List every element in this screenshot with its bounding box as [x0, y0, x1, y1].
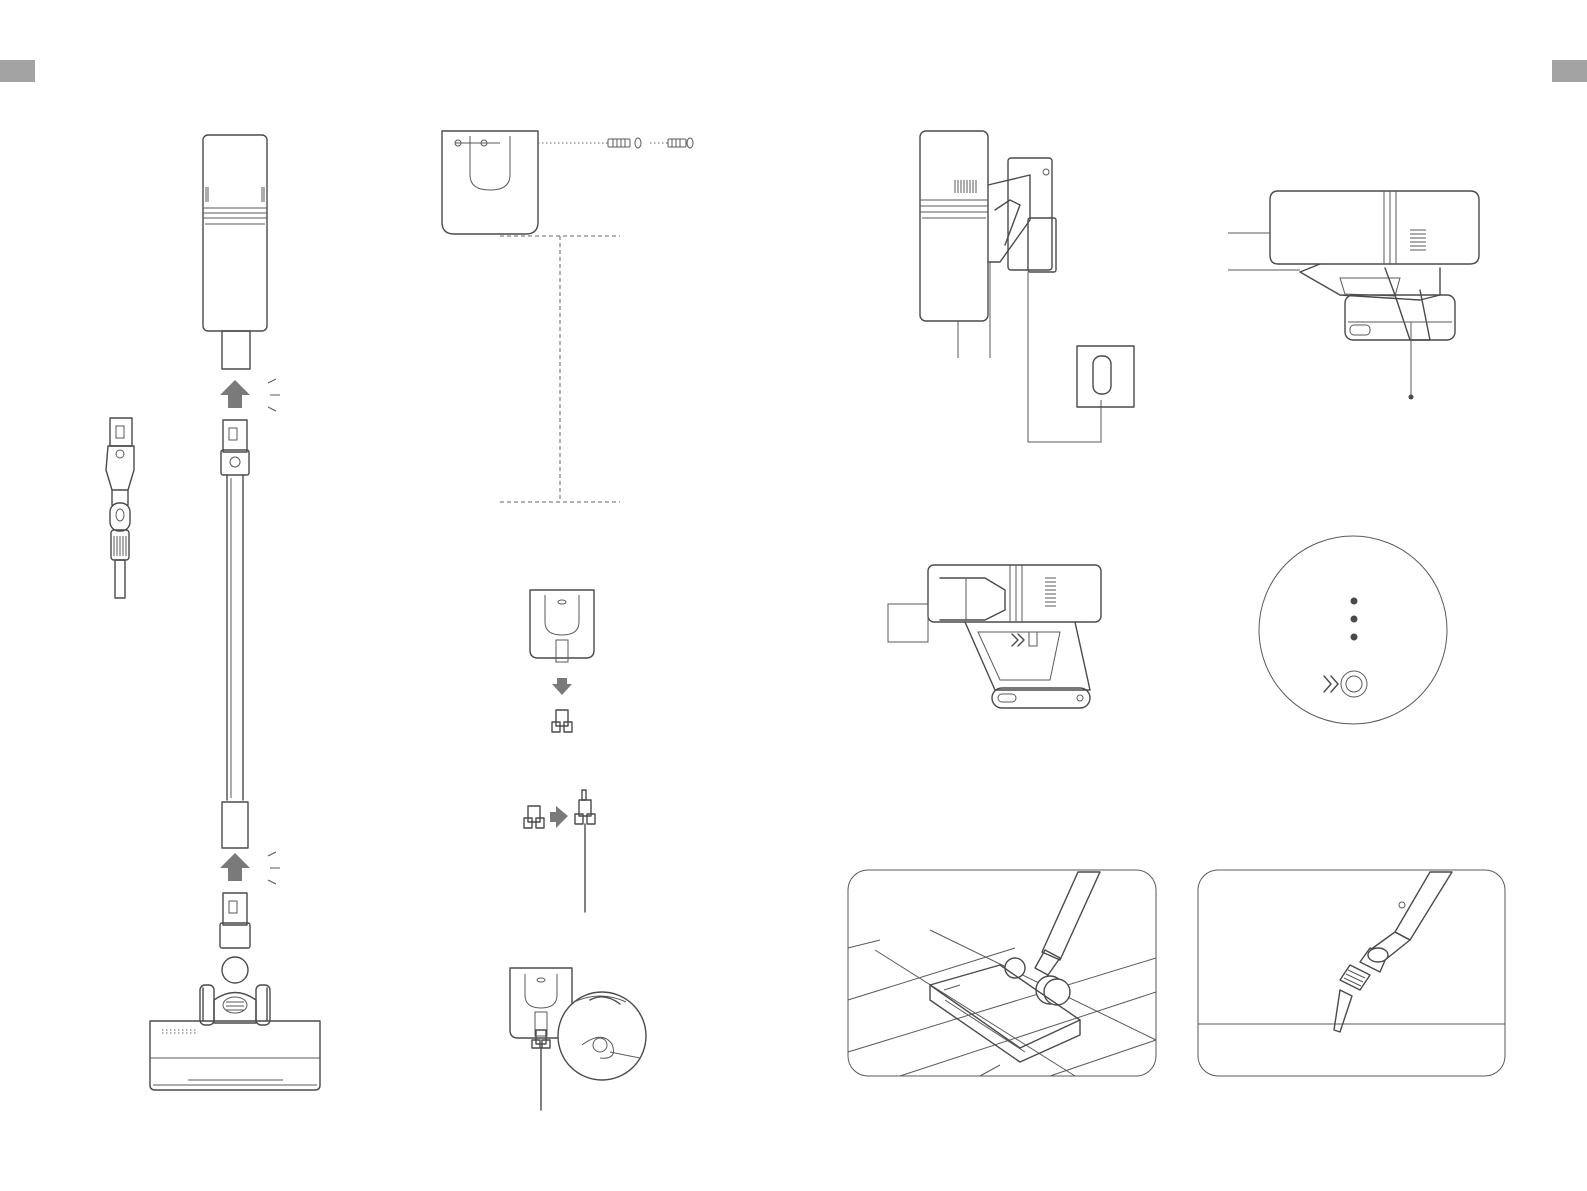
arrow-up-icon — [220, 853, 250, 881]
double-chevron-icon — [1324, 676, 1338, 692]
arrow-up-icon — [220, 380, 250, 408]
vacuum-base-charging-illustration — [1228, 191, 1479, 400]
indicator-light-icon — [1351, 598, 1358, 605]
vacuum-assembly-illustration — [150, 135, 320, 1090]
click-sound-icon — [268, 852, 280, 884]
charging-cable-routing-illustration — [524, 790, 595, 912]
indicator-light-icon — [1351, 634, 1358, 641]
indicator-light-icon — [1351, 616, 1358, 623]
click-sound-icon — [268, 379, 280, 411]
arrow-down-icon — [552, 678, 572, 695]
crevice-brush-tool-illustration — [106, 418, 134, 598]
arrow-right-icon — [550, 806, 568, 828]
wall-mount-bracket-illustration — [442, 131, 693, 502]
screw-icon — [608, 138, 641, 148]
wall-anchor-icon — [668, 138, 693, 148]
charger-clip-illustration — [530, 590, 594, 732]
double-chevron-icon — [1012, 632, 1037, 646]
vacuum-charging-on-wall-mount-illustration — [510, 968, 646, 1110]
vacuum-charging-direct-illustration — [920, 131, 1134, 442]
power-button-illustration — [888, 565, 1101, 708]
floor-cleaning-scene-illustration — [848, 870, 1156, 1076]
crevice-cleaning-scene-illustration — [1198, 870, 1505, 1076]
power-button-icon — [1341, 671, 1367, 697]
indicator-lights-detail-illustration — [1259, 536, 1447, 724]
